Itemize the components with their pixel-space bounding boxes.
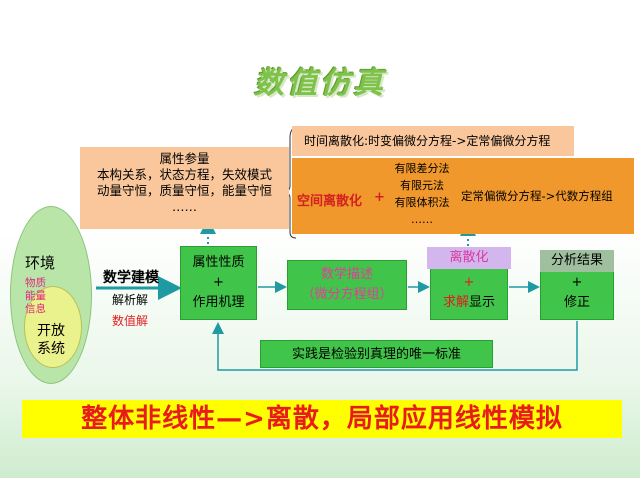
practice-box: 实践是检验别真理的唯一标准 [260,340,493,368]
space-plus: + [374,190,385,205]
open-system-ellipse [24,286,82,368]
solve-label: 求解 [442,295,469,310]
flow-label-energy: 能量 [25,290,46,302]
attribute-box-line-2: 作用机理 [192,295,245,310]
method-fdm: 有限差分法 [394,162,450,175]
slide-title: 数值仿真 [254,66,386,101]
method-more: …… [411,213,433,226]
math-description-box: 数学描述 （微分方程组） [287,260,407,310]
attribute-params-title: 属性参量 [159,151,210,166]
attribute-params-line-2: 动量守恒，质量守恒，能量守恒 [96,183,272,198]
discretization-header: 离散化 [427,247,511,269]
open-system-label: 开放 系统 [26,322,76,358]
method-fvm: 有限体积法 [394,196,450,209]
attribute-params-line-1: 本构关系，状态方程，失效模式 [96,167,272,182]
discretization-box-solve-line: 求解显示 [431,293,507,313]
numeric-solution-label: 数值解 [112,314,149,328]
math-description-title: 数学描述 [320,267,373,282]
modeling-title: 数学建模 [103,270,159,286]
time-discretization-box: 时间离散化:时变偏微分方程->定常偏微分方程 [292,126,574,156]
space-discretization-result: 定常偏微分方程->代数方程组 [461,189,613,203]
result-box-fix: 修正 [563,295,590,310]
math-description-subtitle: （微分方程组） [301,287,393,302]
result-box-plus: + [571,275,583,290]
feedback-loop [212,321,578,371]
environment-label: 环境 [25,254,56,272]
open-system-line-1: 开放 [37,323,65,339]
method-fem: 有限元法 [400,179,444,192]
attribute-box-line-1: 属性性质 [192,255,245,270]
analysis-result-header: 分析结果 [540,250,614,272]
attribute-params-line-3: …… [172,199,197,214]
discretization-methods: 有限差分法 有限元法 有限体积法 …… [390,160,454,232]
space-discretization-label: 空间离散化 [297,194,363,209]
space-discretization-box [292,158,634,234]
conclusion-banner: 整体非线性—>离散，局部应用线性模拟 [22,400,622,438]
analytic-solution-label: 解析解 [112,293,149,307]
open-system-line-2: 系统 [37,341,65,357]
attribute-params-box: 属性参量 本构关系，状态方程，失效模式 动量守恒，质量守恒，能量守恒 …… [80,147,289,229]
flow-label-matter: 物质 [25,277,46,289]
discretization-box-plus: + [463,275,475,290]
display-label: 显示 [469,295,496,310]
flow-label-info: 信息 [25,303,46,315]
attribute-box-plus: + [213,275,224,290]
attribute-mechanism-box: 属性性质 + 作用机理 [180,246,257,320]
